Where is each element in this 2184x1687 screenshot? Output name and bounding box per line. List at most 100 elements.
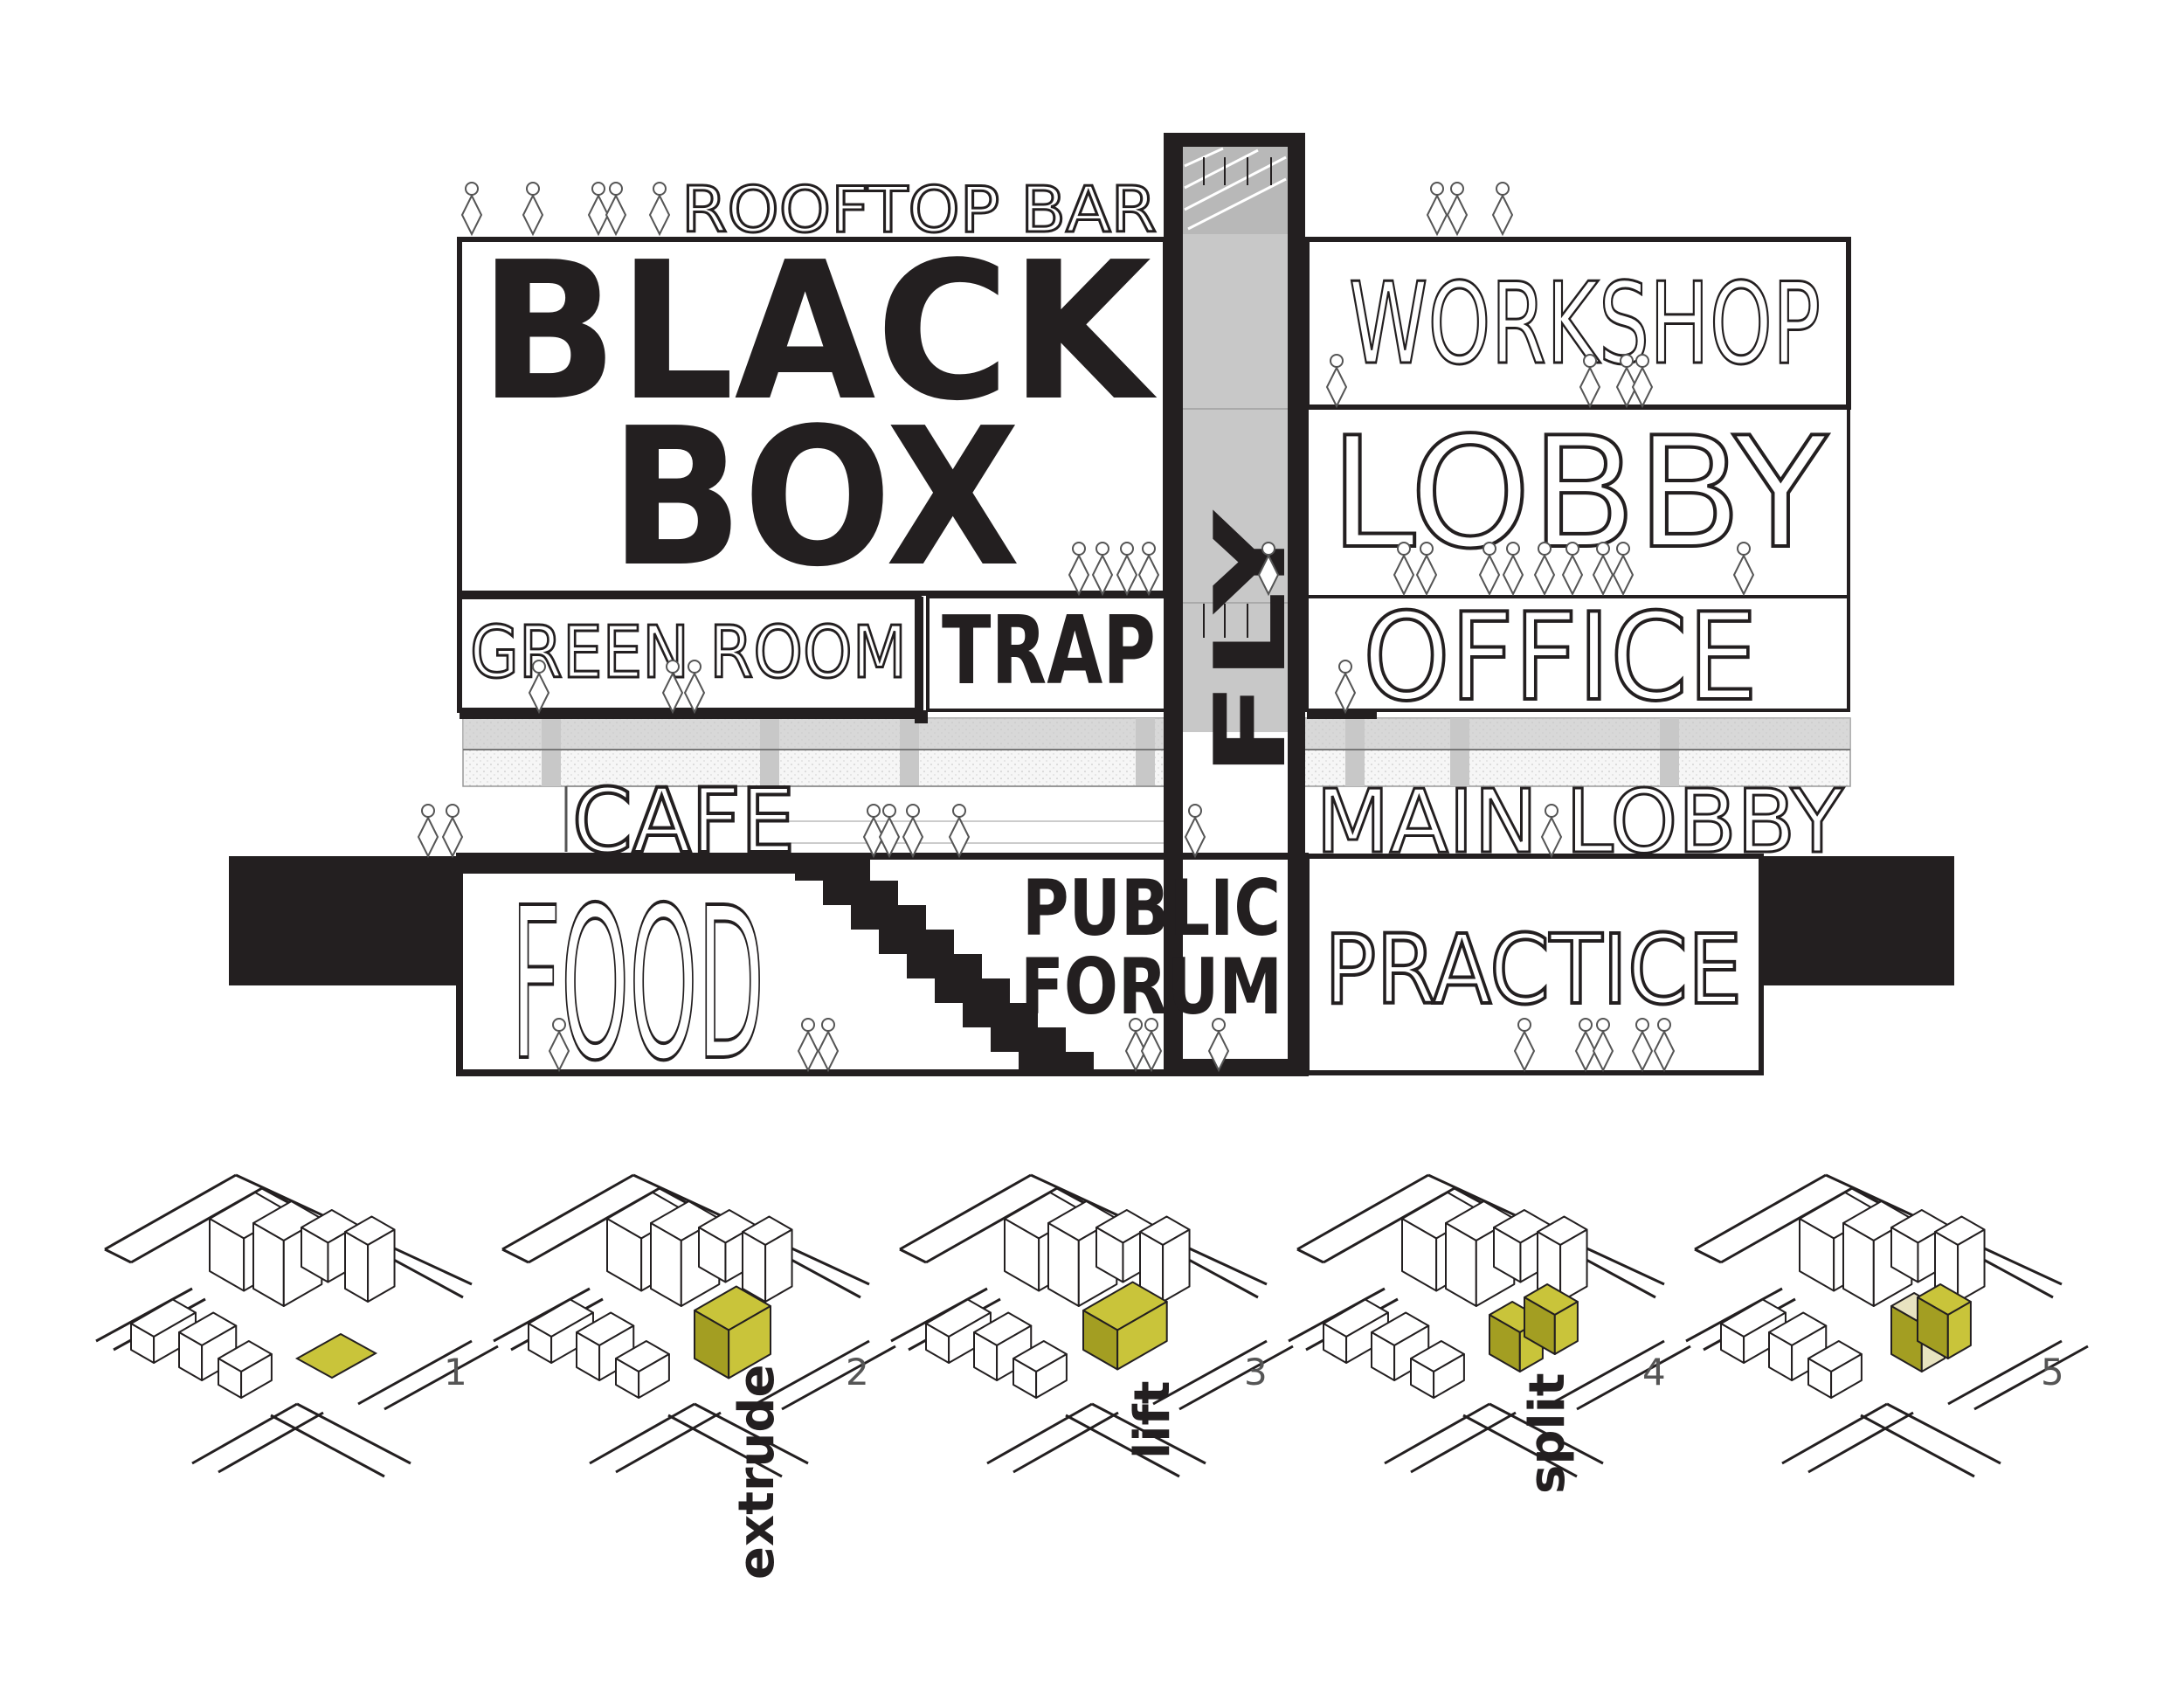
person-figure [648,182,671,237]
context-building [973,1311,1033,1381]
trap-room [926,595,1181,712]
massing-step-5 [1720,1192,1986,1399]
label-forum: FORUM [1020,942,1282,1032]
black-box-room [457,237,1168,596]
person-figure [1502,542,1524,597]
person-figure [817,1018,840,1073]
food-forum-block [456,853,1309,1076]
green-room-shadow [460,710,928,719]
context-building [344,1215,396,1303]
person-figure [1478,542,1501,597]
person-figure [417,804,439,859]
context-building [1720,1298,1787,1364]
label-fly: FLY [1194,508,1308,778]
label-food: FOOD [511,862,764,1107]
label-cafe: CAFE [572,770,795,874]
context-building [1768,1311,1828,1381]
project-mass [1524,1283,1579,1355]
context-building [130,1298,197,1364]
step-number-4: 4 [1642,1351,1666,1393]
context-building [528,1298,594,1364]
person-figure [1574,1018,1597,1073]
project-mass [1917,1283,1972,1359]
person-figure [1393,542,1415,597]
person-figure [878,804,901,859]
people-figures [417,182,1755,1073]
person-figure [1592,542,1614,597]
person-figure [1257,542,1280,597]
person-figure [1140,1018,1163,1073]
context-building [178,1311,238,1381]
context-building [1323,1298,1389,1364]
context-building [1139,1215,1191,1303]
person-figure [1207,1018,1230,1073]
label-box: BOX [610,388,1020,609]
person-figure [1653,1018,1676,1073]
label-public: PUBLIC [1022,863,1281,953]
step-number-5: 5 [2041,1351,2064,1393]
person-figure [1446,182,1469,237]
person-figure [605,182,627,237]
label-practice: PRACTICE [1324,914,1742,1026]
site-footprint [294,1332,378,1379]
person-figure [1732,542,1755,597]
person-figure [1426,182,1448,237]
project-mass [694,1285,771,1379]
street-panel [1288,1173,1691,1478]
person-figure [948,804,971,859]
person-figure [460,182,483,237]
context-building [576,1311,635,1381]
person-figure [1491,182,1514,237]
context-building [218,1340,273,1399]
step-number-1: 1 [444,1351,467,1393]
label-black: BLACK [479,222,1158,443]
massing-step-3 [925,1192,1191,1399]
step-number-3: 3 [1244,1351,1268,1393]
person-figure [902,804,924,859]
person-figure [1415,542,1438,597]
person-figure [528,660,550,715]
context-building [1013,1340,1068,1399]
massing-step-1 [130,1192,396,1399]
person-figure [1612,542,1635,597]
context-building [252,1200,323,1307]
person-figure [441,804,464,859]
context-building [925,1298,992,1364]
step-number-2: 2 [846,1351,869,1393]
step-label-extrude: extrude [729,1365,785,1580]
person-figure [1513,1018,1536,1073]
context-building [1410,1340,1465,1399]
person-figure [1184,804,1206,859]
person-figure [1540,804,1563,859]
person-figure [548,1018,570,1073]
person-figure [1068,542,1090,597]
person-figure [1124,1018,1147,1073]
office-shadow [1307,710,1377,719]
person-figure [1631,354,1654,409]
street-panel [1685,1173,2089,1478]
project-mass [1082,1281,1168,1371]
massing-step-2 [528,1192,793,1399]
person-figure [683,660,706,715]
person-figure [587,182,610,237]
context-building [615,1340,670,1399]
ground-right [1760,856,1954,985]
label-workshop: WORKSHOP [1349,259,1821,390]
person-figure [1631,1018,1654,1073]
label-rooftop-bar: ROOFTOP BAR [681,173,1157,246]
massing-sequence [130,1192,1986,1399]
fly-tower [1164,133,1305,1073]
step-label-lift: lift [1124,1380,1181,1459]
person-figure [1615,354,1638,409]
person-figure [1533,542,1556,597]
person-figure [1091,542,1114,597]
person-figure [1116,542,1138,597]
person-figure [1561,542,1584,597]
label-main-lobby: MAIN LOBBY [1316,771,1844,873]
step-label-split: split [1519,1372,1576,1494]
context-building [742,1215,793,1303]
office-room [1305,595,1850,712]
person-figure [1334,660,1357,715]
